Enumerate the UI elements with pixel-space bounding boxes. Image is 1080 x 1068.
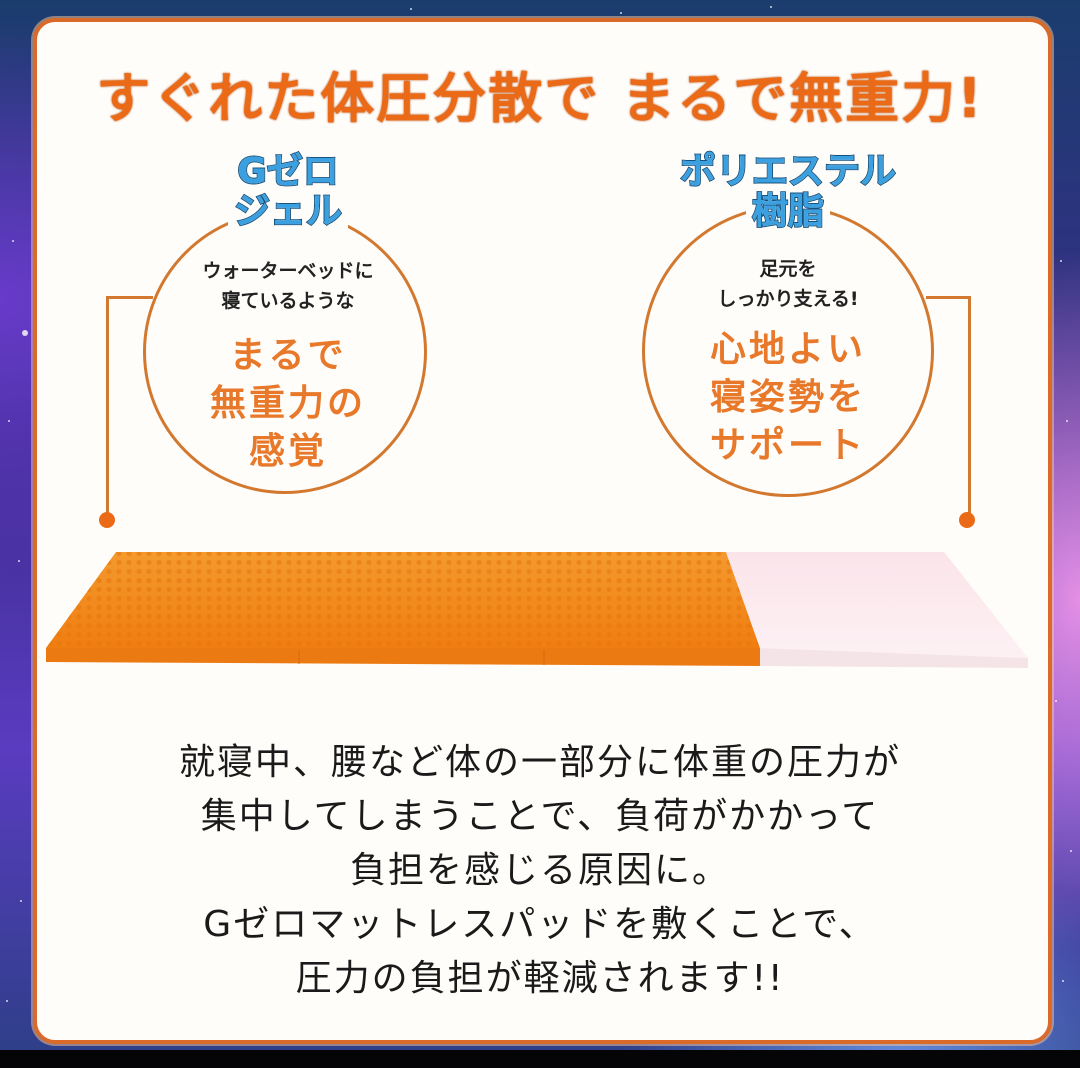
feature-resin: ポリエステル 樹脂 足元を しっかり支える! 心地よい 寝姿勢を サポート — [640, 150, 936, 530]
left-leader-dot — [99, 512, 115, 528]
feature-gel-subtitle: ウォーターベッドに 寝ているような — [202, 260, 374, 312]
feature-resin-highlight: 心地よい 寝姿勢を サポート — [709, 329, 866, 466]
right-leader-line — [926, 296, 971, 525]
feature-gel: Gゼロ ジェル ウォーターベッドに 寝ているような まるで 無重力の 感覚 — [143, 150, 433, 530]
mattress-pad-illustration — [46, 552, 1028, 668]
feature-gel-circle — [143, 210, 427, 494]
feature-resin-subtitle: 足元を しっかり支える! — [717, 258, 859, 310]
feature-resin-title: ポリエステル 樹脂 — [640, 151, 936, 233]
right-leader-dot — [959, 512, 975, 528]
description-text: 就寝中、腰など体の一部分に体重の圧力が 集中してしまうことで、負荷がかかって 負… — [178, 742, 901, 999]
resin-section — [726, 552, 1028, 658]
feature-gel-highlight: まるで 無重力の 感覚 — [209, 335, 366, 472]
feature-resin-circle — [642, 205, 934, 497]
feature-gel-title: Gゼロ ジェル — [143, 151, 433, 233]
left-leader-line — [106, 296, 153, 525]
headline: すぐれた体圧分散で まるで無重力! — [96, 67, 984, 130]
bottom-bar — [0, 1050, 1080, 1068]
